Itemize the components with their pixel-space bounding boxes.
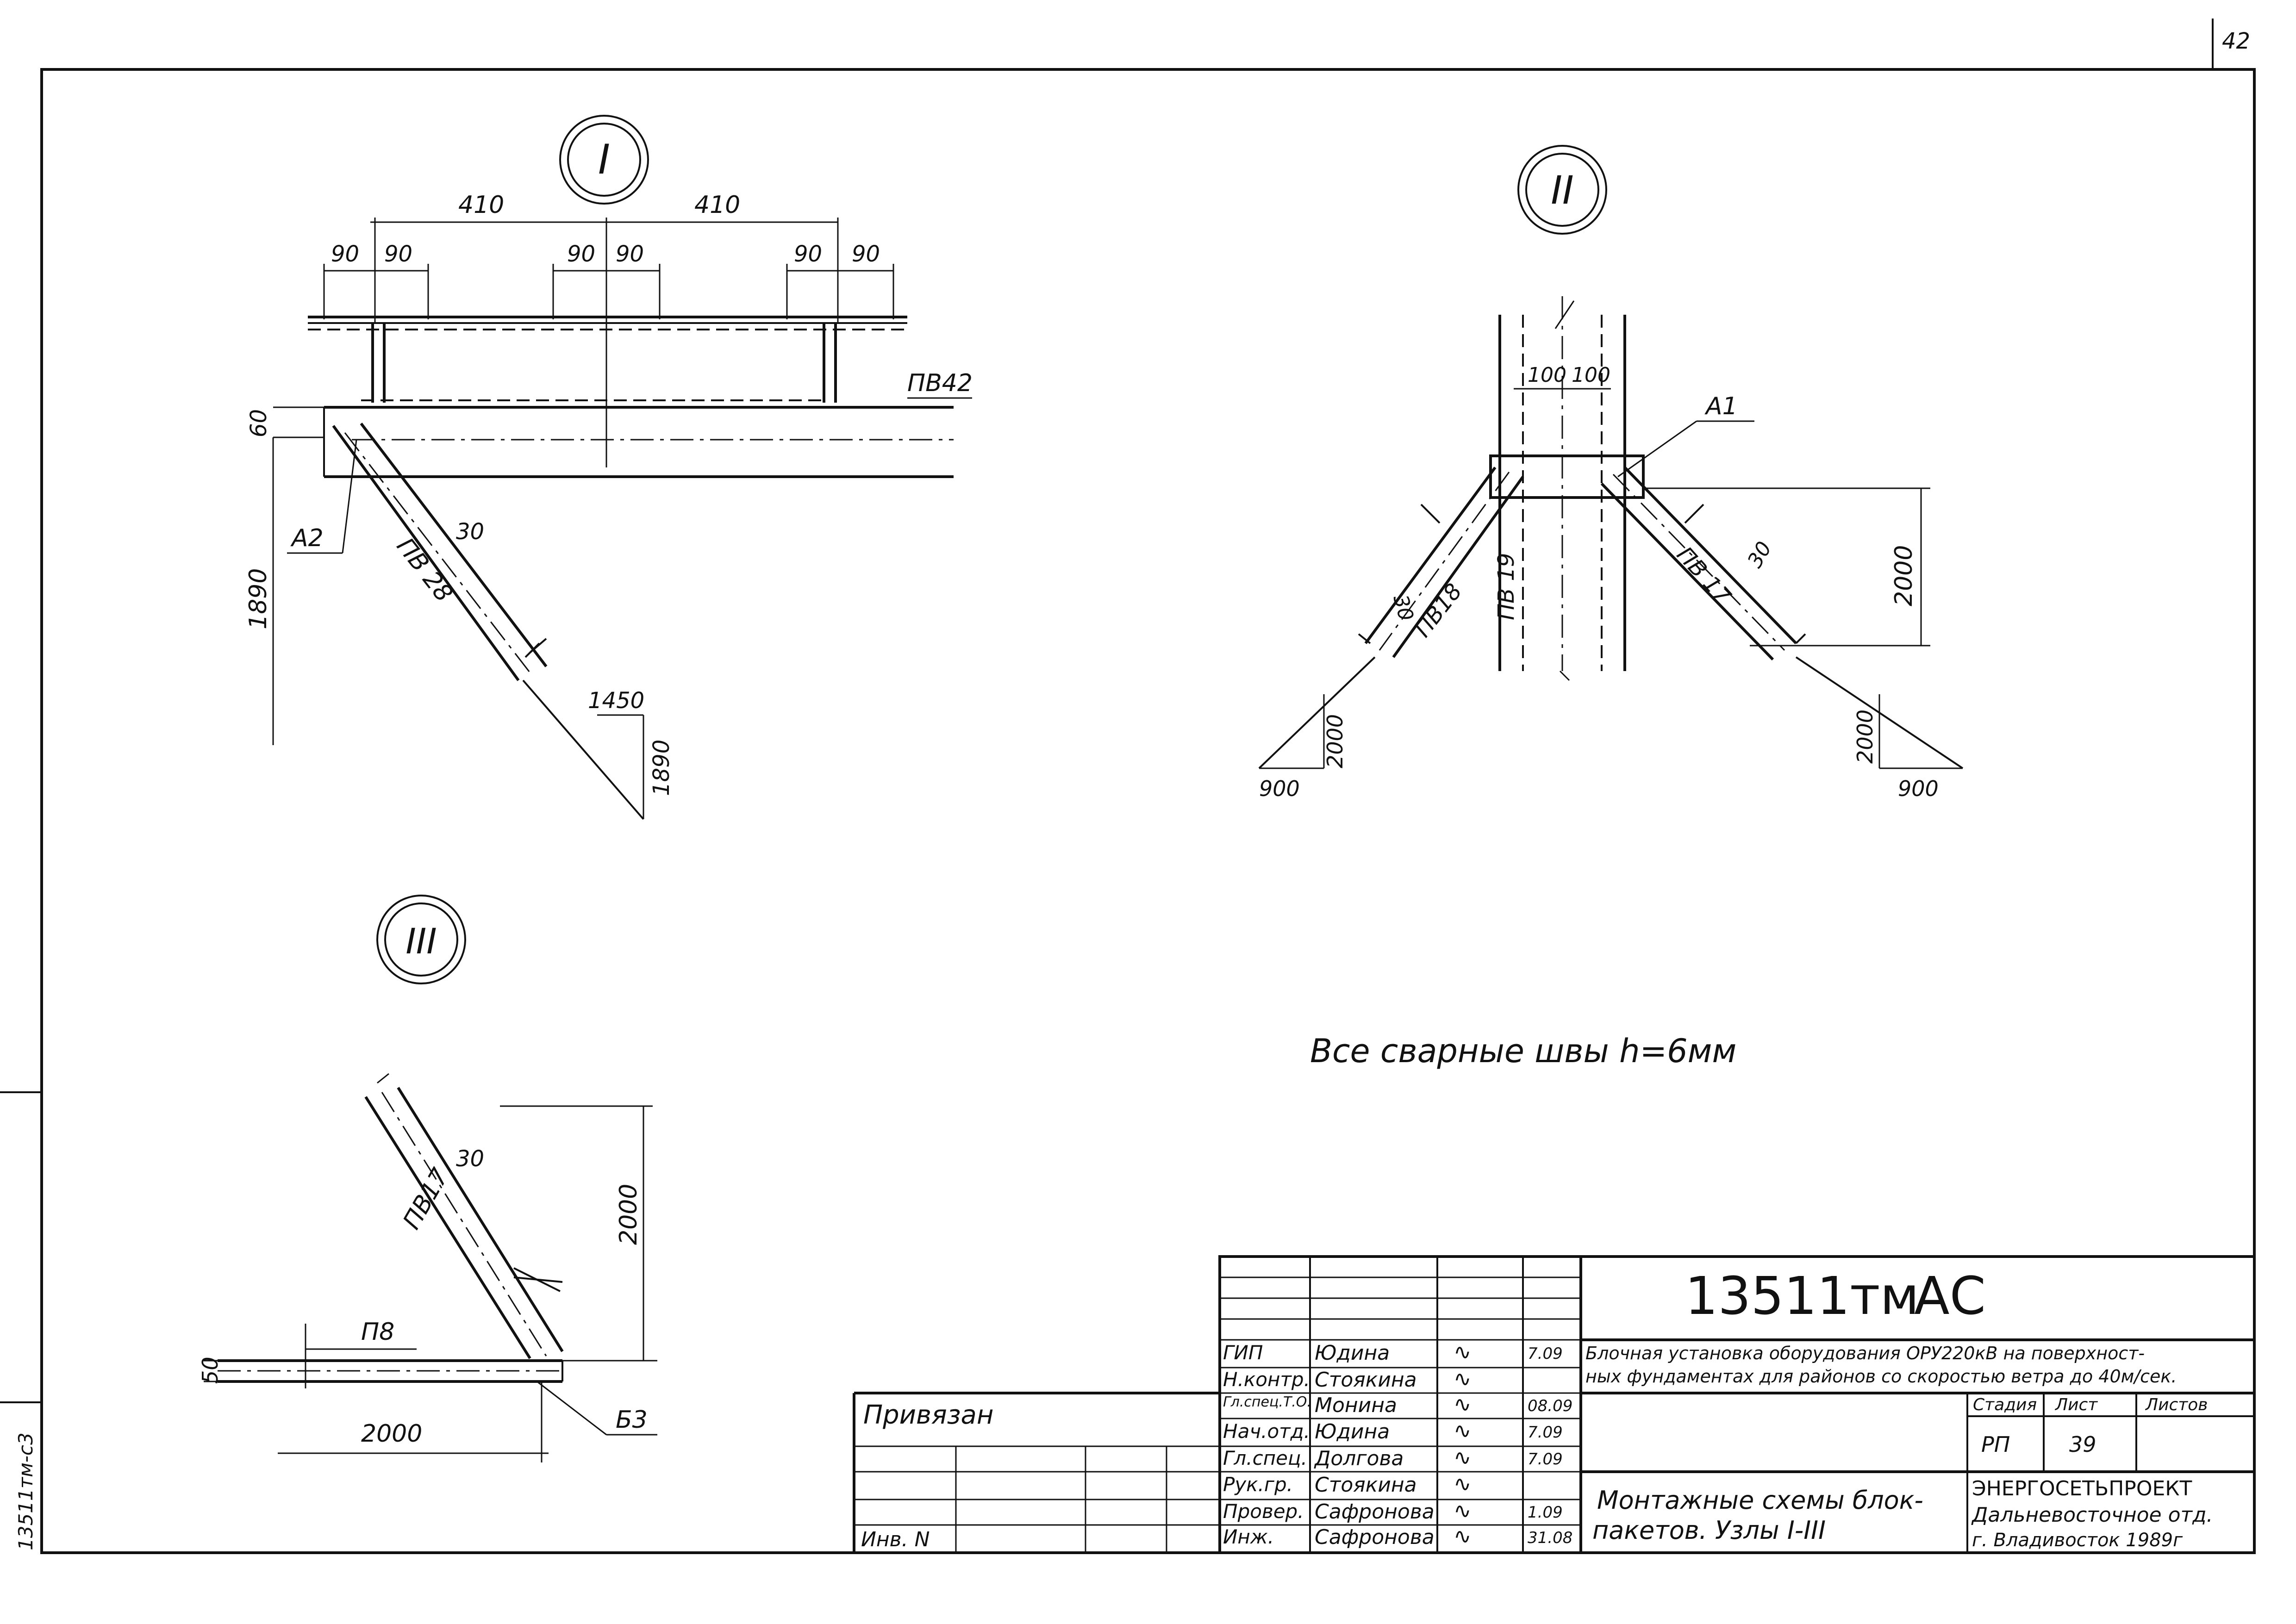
signature-mark-icon: ∿ [1454,1339,1472,1364]
part-a1: А1 [1704,392,1738,420]
tied-label: Привязан [863,1400,994,1430]
org-line2: Дальневосточное отд. [1972,1503,2213,1527]
signature-mark-icon: ∿ [1454,1471,1472,1496]
part-pv17-node2: ПВ 17 [1672,542,1736,610]
svg-text:900: 900 [1259,776,1300,801]
signature-mark-icon: ∿ [1454,1524,1472,1549]
svg-text:30: 30 [456,1146,484,1172]
part-pv42: ПВ42 [907,369,973,397]
svg-text:90: 90 [567,241,595,267]
signature-mark-icon: ∿ [1454,1366,1472,1391]
part-pv19: ПВ 19 [1493,553,1519,620]
svg-text:1450: 1450 [588,688,644,714]
svg-text:100: 100 [1572,363,1610,387]
svg-text:90: 90 [616,241,644,267]
signature-name: Стоякина [1315,1368,1417,1392]
side-stamp: 13511тм-с3 [14,1432,37,1550]
node-1-label: I [598,136,610,183]
node-2-label: II [1551,168,1574,213]
signature-date: 7.09 [1528,1423,1563,1442]
drawing-mark: АС [1914,1266,1986,1326]
signature-role: Гл.спец. [1223,1447,1307,1469]
svg-text:90: 90 [331,241,359,267]
signature-date: 08.09 [1528,1397,1573,1415]
signature-name: Стоякина [1315,1473,1417,1497]
signature-date: 1.09 [1528,1503,1563,1522]
svg-text:2000: 2000 [615,1184,643,1245]
svg-text:30: 30 [456,519,484,545]
signature-role: ГИП [1223,1341,1263,1364]
signature-role: Инж. [1223,1525,1274,1548]
signature-role: Н.контр. [1223,1368,1310,1391]
svg-text:2000: 2000 [361,1420,422,1448]
org-line3: г. Владивосток 1989г [1972,1530,2183,1551]
signature-mark-icon: ∿ [1454,1445,1472,1470]
svg-text:1890: 1890 [649,740,674,796]
signature-role: Гл.спец.Т.О. [1223,1394,1311,1410]
svg-text:2000: 2000 [1323,714,1348,768]
signature-mark-icon: ∿ [1454,1498,1472,1523]
node-1-drawing: I 410 410 90 90 90 90 90 90 [244,115,973,820]
project-title-line2: ных фундаментах для районов со скоростью… [1585,1366,2177,1387]
signature-name: Юдина [1315,1420,1390,1444]
signature-role: Рук.гр. [1223,1473,1293,1496]
svg-text:50: 50 [198,1356,223,1384]
part-pv28: ПВ 28 [391,533,458,607]
svg-text:900: 900 [1898,776,1939,801]
sheet-title-line1: Монтажные схемы блок- [1597,1486,1923,1515]
svg-text:90: 90 [852,241,880,267]
svg-text:30: 30 [1743,538,1776,572]
svg-text:2000: 2000 [1890,545,1918,606]
org-line1: ЭНЕРГОСЕТЬПРОЕКТ [1972,1477,2192,1500]
signature-name: Юдина [1315,1341,1390,1365]
svg-text:90: 90 [384,241,412,267]
title-block-grid [853,1255,2256,1554]
svg-text:100: 100 [1528,363,1566,387]
project-title-line1: Блочная установка оборудования ОРУ220кВ … [1585,1343,2145,1363]
drawing-code: 13511тм [1685,1266,1920,1326]
sheets-label: Листов [2146,1395,2208,1414]
svg-text:410: 410 [694,191,740,219]
sheet-title-line2: пакетов. Узлы I-III [1592,1516,1826,1545]
signature-date: 31.08 [1528,1529,1573,1547]
signature-role: Провер. [1223,1500,1304,1523]
node-3-drawing: III ПВ17 30 П8 50 2000 2000 Б3 [198,895,657,1462]
signature-name: Сафронова [1315,1500,1435,1524]
svg-text:410: 410 [458,191,504,219]
signature-mark-icon: ∿ [1454,1418,1472,1443]
signature-name: Долгова [1315,1447,1404,1470]
sheet-label: Лист [2055,1395,2098,1414]
svg-text:1890: 1890 [244,568,272,629]
signature-name: Сафронова [1315,1525,1435,1549]
part-pv8: П8 [361,1318,394,1346]
inventory-label: Инв. N [861,1528,930,1551]
signature-date: 7.09 [1528,1450,1563,1468]
sheet-value: 39 [2069,1432,2096,1457]
svg-text:60: 60 [246,409,272,437]
stage-value: РП [1981,1432,2010,1457]
node-2-drawing: II 100 100 А1 2000 ПВ 19 ПВ18 30 [1258,145,1964,801]
svg-text:30: 30 [1388,592,1418,623]
svg-text:90: 90 [794,241,822,267]
node-3-label: III [406,921,437,962]
signature-name: Монина [1315,1394,1397,1417]
signature-role: Нач.отд. [1223,1420,1310,1443]
part-a2: А2 [290,524,324,552]
part-pv18: ПВ18 [1410,579,1467,642]
weld-note: Все сварные швы h=6мм [1310,1032,1736,1070]
part-b3: Б3 [616,1406,648,1434]
signature-mark-icon: ∿ [1454,1392,1472,1417]
page-number: 42 [2222,28,2250,54]
signature-date: 7.09 [1528,1344,1563,1363]
stage-label: Стадия [1973,1395,2037,1414]
svg-text:2000: 2000 [1853,709,1878,764]
